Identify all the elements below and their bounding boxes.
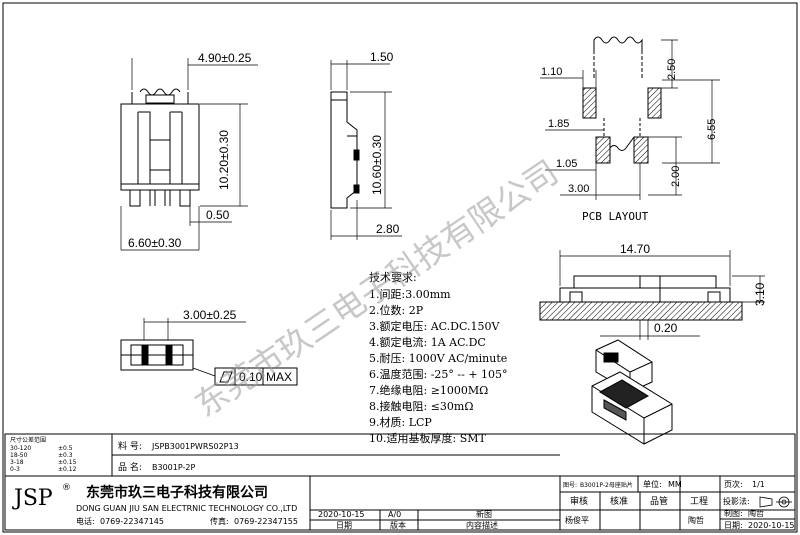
dim-pcb-top-pad: 2.50 [666, 59, 678, 80]
dim-pcb-pitch: 3.00 [568, 183, 589, 195]
isometric-view [591, 339, 673, 445]
req-item: 1.间距:3.00mm [369, 288, 451, 301]
name-value: B3001P-2P [152, 463, 195, 472]
req-item: 10.适用基板厚度: SMT [369, 431, 486, 445]
company-name-en: DONG GUAN JIU SAN ELECTRNIC TECHNOLOGY C… [76, 504, 297, 513]
tolerance-range: 0-3 [10, 466, 20, 473]
company-name-cn: 东莞市玖三电子科技有限公司 [86, 484, 268, 501]
dim-profile-length: 14.70 [620, 242, 650, 256]
drawing-no-value: B3001P-2母座贴片 [580, 481, 633, 489]
requirements-list: 技术要求: 1.间距:3.00mm 2.位数: 2P 3.额定电压: AC.DC… [369, 271, 508, 445]
reviewer-name: 杨俊平 [565, 515, 589, 525]
engineer-name: 陶哲 [688, 515, 704, 525]
dim-pcb-lower: 2.00 [670, 166, 682, 187]
tolerance-range: 18-50 [10, 452, 28, 459]
tolerance-range: 30-120 [10, 445, 31, 452]
side-view [330, 60, 402, 240]
column-version: 版本 [390, 520, 406, 530]
drafter-label: 制图: [724, 508, 743, 518]
tolerance-value: ±0.3 [58, 452, 73, 459]
front-view [120, 58, 258, 251]
dim-side-bottom: 2.80 [376, 222, 400, 236]
title-block [4, 433, 796, 531]
dim-front-pin-offset: 0.50 [206, 208, 230, 222]
page-value: 1/1 [752, 480, 765, 489]
req-item: 2.位数: 2P [369, 303, 424, 317]
date-value: 2020-10-15 [748, 521, 795, 530]
company-logo: JSP [12, 486, 53, 511]
dim-bottom-pitch: 3.00±0.25 [183, 308, 237, 322]
dim-front-height: 10.20±0.30 [217, 130, 231, 190]
tolerance-value: ±0.5 [58, 445, 73, 452]
profile-view [539, 250, 765, 340]
role-engineering: 工程 [690, 496, 708, 507]
dim-pcb-left-pad: 1.10 [541, 66, 562, 78]
part-no-label: 料 号: [118, 440, 142, 452]
projection-symbol-icon [759, 496, 792, 508]
dim-pcb-offset: 1.85 [548, 118, 569, 130]
pcb-layout-label: PCB LAYOUT [582, 210, 649, 223]
name-label: 品 名: [118, 461, 142, 473]
flatness-max: MAX [266, 370, 292, 384]
phone-value: 0769-22347145 [100, 517, 164, 526]
dim-pcb-small-pad: 1.05 [556, 158, 577, 170]
dim-front-width: 4.90±0.25 [198, 51, 252, 65]
phone-label: 电话: [76, 516, 95, 526]
drawing-no-label: 图号: [563, 482, 577, 489]
req-item: 8.接触电阻: ≤30mΩ [369, 399, 473, 413]
req-item: 3.额定电压: AC.DC.150V [369, 319, 500, 333]
dim-profile-gap: 0.20 [654, 321, 678, 335]
column-date: 日期 [336, 521, 352, 530]
dim-side-top: 1.50 [370, 50, 394, 64]
page-label: 页次: [724, 479, 743, 489]
req-item: 5.耐压: 1000V AC/minute [369, 352, 507, 365]
unit-label: 单位: [643, 479, 662, 489]
fax-value: 0769-22347155 [234, 517, 298, 526]
requirements-title: 技术要求: [369, 271, 417, 284]
revision-date: 2020-10-15 [318, 510, 365, 519]
req-item: 6.温度范围: -25° -- + 105° [369, 367, 508, 381]
projection-label: 投影法: [723, 496, 750, 506]
flatness-value: 0.10 [239, 370, 263, 384]
registered-mark: ® [62, 483, 71, 493]
column-desc: 内容描述 [466, 520, 498, 530]
unit-value: MM [668, 480, 682, 489]
fax-label: 传真: [210, 516, 229, 526]
req-item: 9.材质: LCP [369, 415, 432, 429]
drafter-value: 陶哲 [748, 508, 764, 518]
tolerance-range: 3-18 [10, 459, 24, 466]
role-approve: 核准 [610, 495, 628, 507]
dim-profile-height: 3.10 [753, 282, 767, 306]
tolerance-value: ±0.15 [58, 459, 77, 466]
dim-pcb-total-height: 6.55 [706, 119, 718, 140]
part-no-value: JSPB3001PWRS02P13 [151, 442, 239, 451]
req-item: 7.绝缘电阻: ≥1000MΩ [369, 383, 488, 397]
revision-version: A/0 [388, 510, 401, 519]
tolerance-title: 尺寸公差范围 [10, 436, 46, 444]
dim-side-height: 10.60±0.30 [370, 135, 384, 195]
revision-desc: 新图 [476, 509, 492, 519]
req-item: 4.额定电流: 1A AC.DC [369, 335, 486, 349]
pcb-layout [540, 36, 720, 200]
role-review: 审核 [570, 495, 588, 507]
role-qc: 品管 [650, 495, 668, 507]
bottom-view [120, 318, 298, 386]
dim-front-base-width: 6.60±0.30 [128, 236, 182, 250]
tolerance-value: ±0.12 [58, 466, 77, 473]
date-label: 日期: [724, 521, 743, 530]
